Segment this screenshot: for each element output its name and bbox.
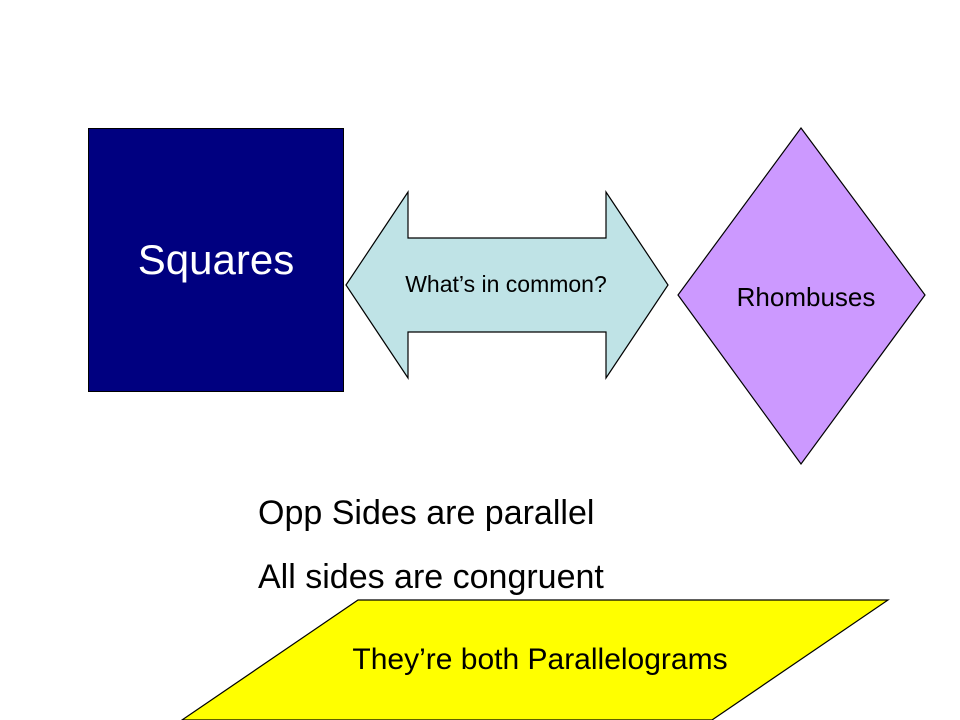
rhombus-shape xyxy=(677,126,926,466)
fact-parallel-sides: Opp Sides are parallel xyxy=(258,494,595,532)
fact-congruent-sides: All sides are congruent xyxy=(258,558,604,596)
square-shape: Squares xyxy=(88,128,344,392)
parallelogram-shape xyxy=(180,599,890,720)
arrow-label: What’s in common? xyxy=(405,271,607,297)
double-arrow-shape xyxy=(345,190,669,380)
conclusion-label: They’re both Parallelograms xyxy=(352,643,728,676)
square-label: Squares xyxy=(137,236,295,283)
rhombus-label: Rhombuses xyxy=(736,282,876,312)
